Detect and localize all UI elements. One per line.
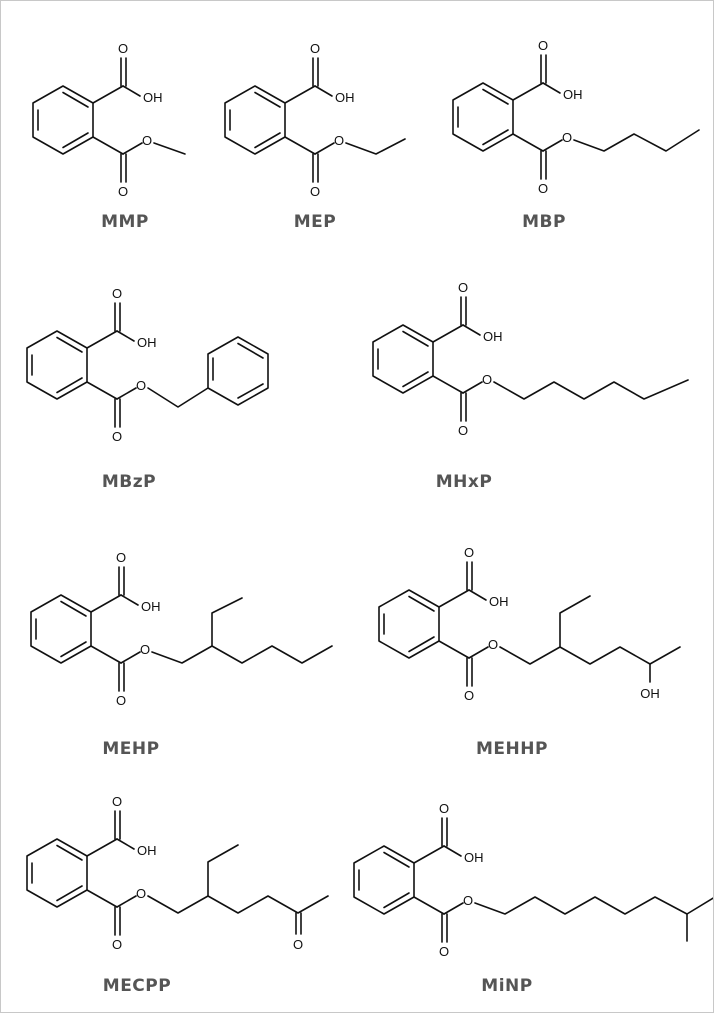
molecule-mep: O OH O O [224, 41, 406, 199]
carboxyl-oxygen-label: O [118, 41, 128, 56]
alkyl-chain [474, 896, 713, 915]
hydroxyl-label: OH [483, 329, 503, 344]
ketone-oxygen-label: O [293, 937, 303, 952]
alkyl-chain [573, 129, 700, 152]
ester-carbonyl-oxygen-label: O [310, 184, 320, 199]
carboxyl-oxygen-label: O [112, 794, 122, 809]
ester-carbonyl-oxygen-label: O [538, 181, 548, 196]
alkyl-chain [153, 142, 186, 155]
carboxyl-oxygen-label: O [112, 286, 122, 301]
ethyl-branch [559, 595, 591, 648]
ester-carbonyl-oxygen-label: O [112, 937, 122, 952]
ester-oxygen-label: O [136, 886, 146, 901]
compound-label-mehp: MEHP [102, 739, 159, 759]
ester-carbonyl-oxygen-label: O [116, 693, 126, 708]
benzyl-linker [147, 387, 209, 408]
side-chain-hydroxyl-label: OH [640, 686, 660, 701]
ester-carbonyl-oxygen-label: O [439, 944, 449, 959]
compound-label-mehhp: MEHHP [476, 739, 548, 759]
compound-label-mecpp: MECPP [103, 976, 171, 996]
molecule-mbzp: O OH O O [26, 286, 269, 444]
benzene-ring [207, 336, 269, 406]
molecule-minp: O OH O O [353, 801, 713, 959]
ester-oxygen-label: O [463, 893, 473, 908]
ester-oxygen-label: O [142, 133, 152, 148]
compound-label-mmp: MMP [101, 212, 149, 232]
molecule-mbp: O OH O O [452, 38, 700, 196]
ester-oxygen-label: O [482, 372, 492, 387]
hydroxyl-label: OH [137, 843, 157, 858]
molecule-mehp: O OH O O [30, 550, 333, 708]
ester-carbonyl-oxygen-label: O [118, 184, 128, 199]
alkyl-chain [345, 138, 406, 155]
compound-label-mbp: MBP [522, 212, 566, 232]
molecule-mhxp: O OH O O [372, 280, 689, 438]
alkyl-chain [493, 379, 689, 400]
ester-oxygen-label: O [334, 133, 344, 148]
hydroxyl-label: OH [137, 335, 157, 350]
carboxyl-oxygen-label: O [538, 38, 548, 53]
ethyl-branch [207, 844, 239, 897]
compound-label-mhxp: MHxP [436, 472, 493, 492]
hydroxyl-label: OH [563, 87, 583, 102]
carboxyl-oxygen-label: O [116, 550, 126, 565]
carboxyl-oxygen-label: O [439, 801, 449, 816]
hydroxyl-label: OH [464, 850, 484, 865]
alkyl-chain [499, 646, 681, 665]
ester-carbonyl-oxygen-label: O [464, 688, 474, 703]
hydroxyl-label: OH [335, 90, 355, 105]
ester-carbonyl-oxygen-label: O [112, 429, 122, 444]
compound-label-mep: MEP [294, 212, 337, 232]
carboxyl-oxygen-label: O [464, 545, 474, 560]
ester-oxygen-label: O [140, 642, 150, 657]
molecule-mmp: O OH O O [32, 41, 186, 199]
molecule-mecpp: O OH O O O [26, 794, 329, 952]
ester-oxygen-label: O [562, 130, 572, 145]
ester-oxygen-label: O [488, 637, 498, 652]
ester-carbonyl-oxygen-label: O [458, 423, 468, 438]
ethyl-branch [211, 597, 243, 647]
hydroxyl-label: OH [141, 599, 161, 614]
compound-label-mbzp: MBzP [102, 472, 156, 492]
hydroxyl-label: OH [143, 90, 163, 105]
carboxyl-oxygen-label: O [310, 41, 320, 56]
alkyl-chain [151, 645, 333, 664]
alkyl-chain [147, 895, 329, 914]
ester-oxygen-label: O [136, 378, 146, 393]
compound-label-minp: MiNP [481, 976, 532, 996]
molecule-mehhp: O OH O O OH [378, 545, 681, 703]
hydroxyl-label: OH [489, 594, 509, 609]
carboxyl-oxygen-label: O [458, 280, 468, 295]
